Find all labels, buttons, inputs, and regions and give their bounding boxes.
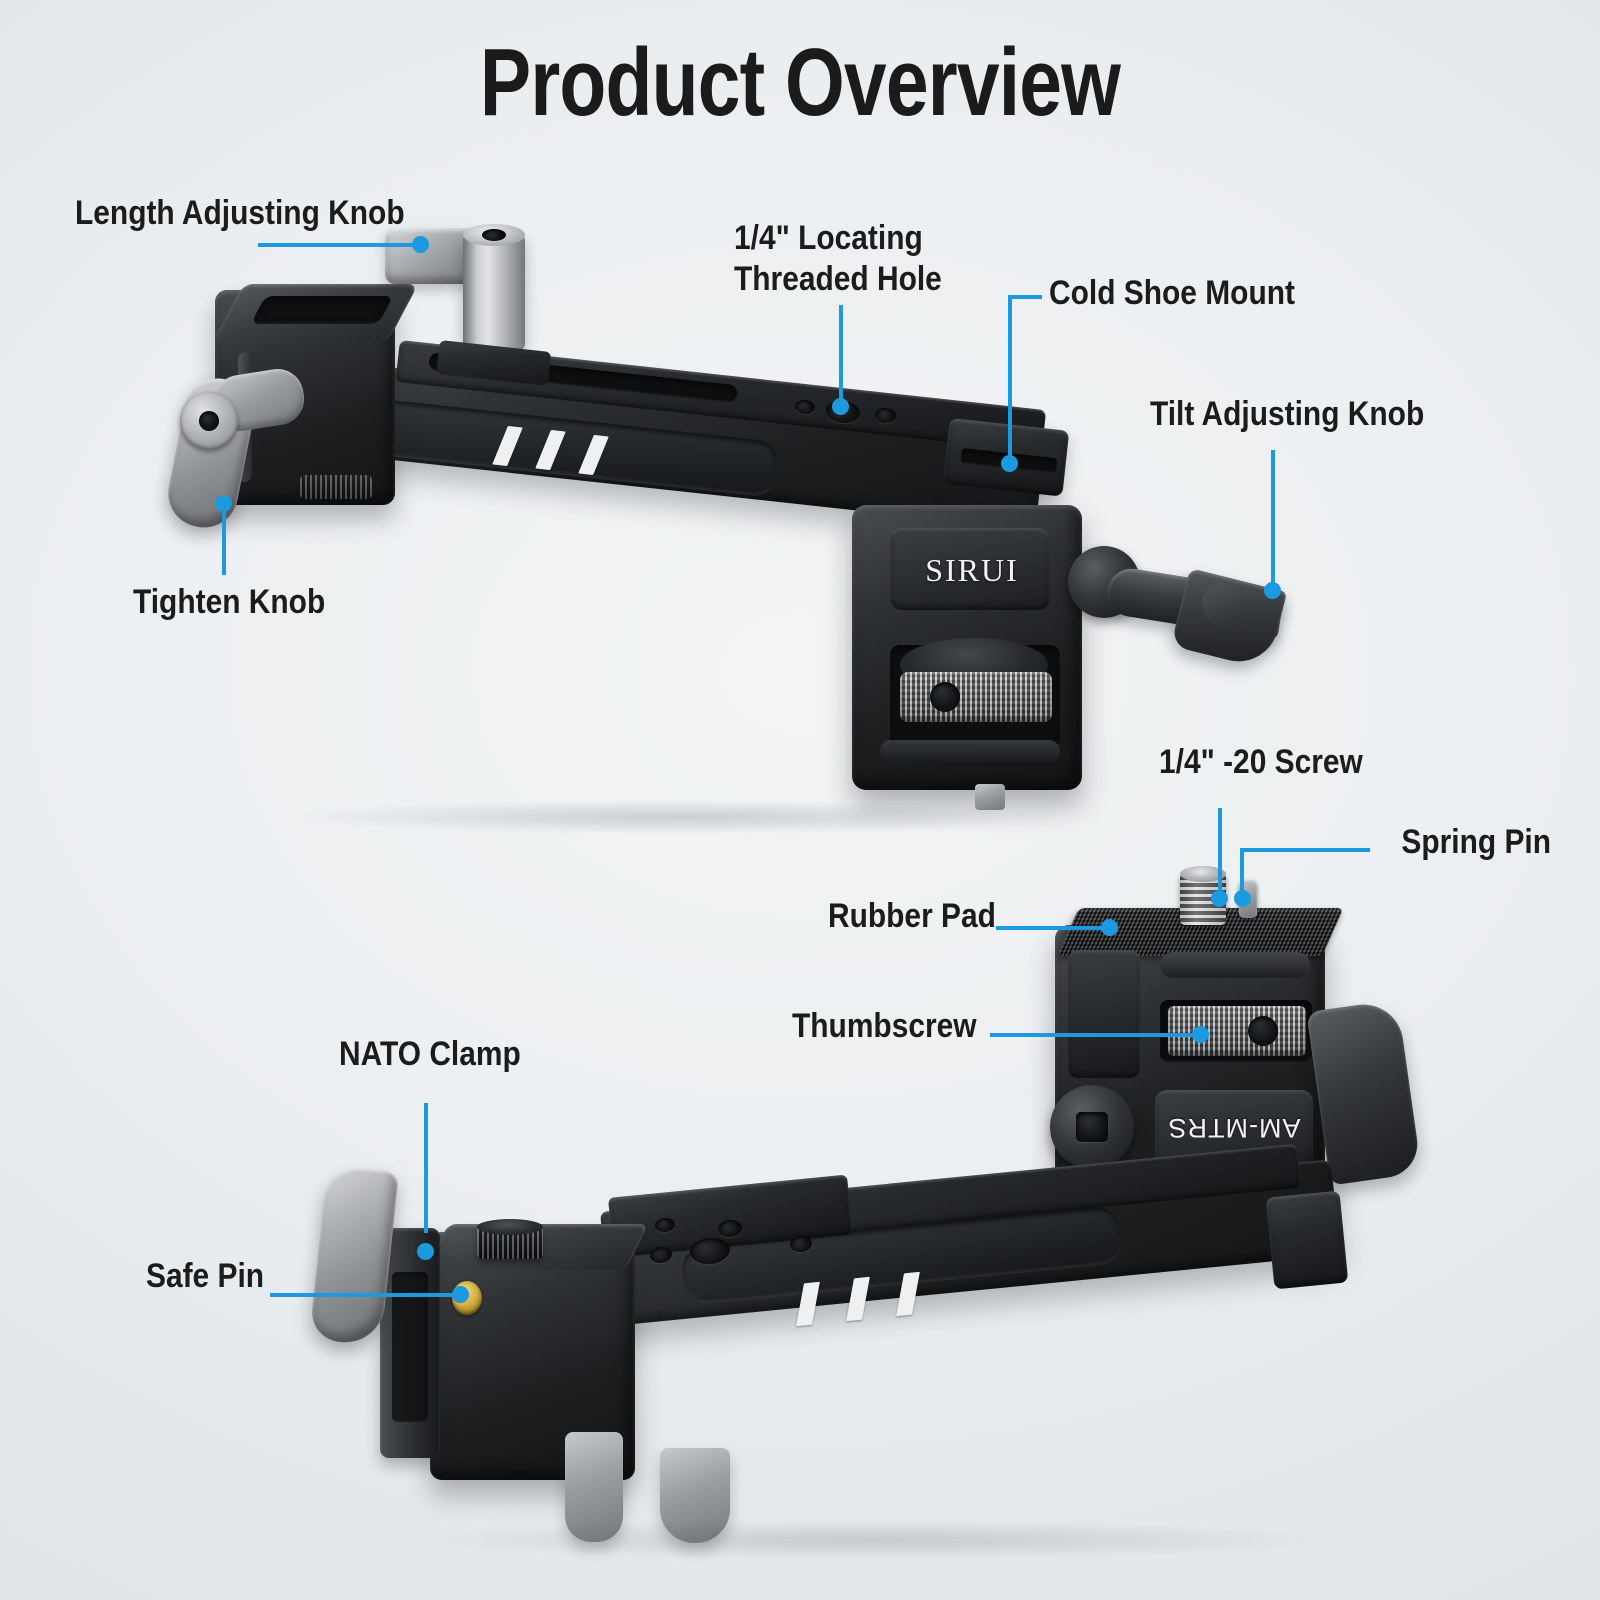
leader-line-locating-threaded-hole [839,305,843,410]
leader-dot-quarter-20-screw [1211,890,1228,907]
tilt-head-badge-panel [890,528,1050,610]
callout-label-spring-pin: Spring Pin [1401,823,1551,861]
arm-end-cap-right-lower [1265,1190,1349,1290]
leader-dot-tilt-adjusting-knob [1264,582,1281,599]
callout-label-quarter-20-screw: 1/4" -20 Screw [1159,743,1363,781]
brand-logo-sirui: SIRUI [925,552,1019,588]
leader-dot-thumbscrew [1192,1026,1209,1043]
page-title: Product Overview [479,29,1121,136]
leader-line-nato-clamp [424,1103,428,1233]
mount-head-front-rib-lower [1160,952,1310,978]
callout-label-tighten-knob: Tighten Knob [133,583,326,621]
leader-line-rubber-pad [996,926,1110,930]
leader-line-tighten-knob [222,505,226,575]
callout-label-nato-clamp: NATO Clamp [339,1035,521,1073]
callout-label-safe-pin: Safe Pin [146,1257,265,1295]
thumbscrew[interactable] [1168,1006,1306,1056]
callout-label-tilt-adjusting-knob: Tilt Adjusting Knob [1150,395,1425,433]
arm-drop-post-left [565,1432,623,1542]
shadow-upper [300,800,1060,834]
tilt-head-bottom-screw [975,784,1005,810]
leader-dot-locating-threaded-hole [832,398,849,415]
leader-line-quarter-20-screw [1218,808,1222,898]
callout-label-locating-threaded-hole: 1/4" Locating Threaded Hole [734,219,942,299]
quarter-20-screw-top [1180,866,1226,882]
callout-label-rubber-pad: Rubber Pad [828,897,996,935]
nato-clamp-bottom-knurl-upper [300,475,372,499]
leader-dot-nato-clamp [417,1243,434,1260]
tilt-head-thumbscrew[interactable] [900,672,1052,722]
leader-line-spring-pin-v [1240,848,1244,896]
tilt-head-bottom-rib [880,740,1060,762]
pivot-hex-socket-lower [1076,1112,1108,1142]
leader-line-cold-shoe-mount-h [1008,295,1042,299]
leader-dot-tighten-knob [215,495,232,512]
tilt-head-thumbscrew-socket [930,682,960,712]
nato-clamp-knob-top [477,1219,543,1235]
nato-clamp-jaw-slot-upper [250,296,394,324]
shadow-lower [420,1520,1320,1560]
callout-label-cold-shoe-mount: Cold Shoe Mount [1049,274,1295,312]
leader-line-spring-pin-h [1240,848,1370,852]
length-knob-screw-socket [482,229,506,241]
leader-dot-rubber-pad [1101,919,1118,936]
leader-line-cold-shoe-mount-v [1008,295,1012,463]
leader-dot-length-adjusting-knob [412,236,429,253]
arm-drop-post-right [660,1448,730,1543]
callout-label-length-adjusting-knob: Length Adjusting Knob [75,194,405,232]
mount-head-side-panel-lower [1068,950,1140,1078]
nato-clamp-jaw-groove-lower [392,1272,428,1422]
model-number-label: AM-MTRS [1167,1113,1301,1143]
leader-dot-safe-pin [452,1286,469,1303]
tighten-knob-screw-head [199,411,219,431]
leader-line-length-adjusting-knob [258,243,421,247]
leader-line-safe-pin [270,1293,460,1297]
thumbscrew-socket [1248,1016,1278,1046]
leader-line-thumbscrew [990,1033,1202,1037]
callout-label-thumbscrew: Thumbscrew [792,1007,977,1045]
tilt-lever-pad [1202,582,1244,626]
leader-line-tilt-adjusting-knob [1271,450,1275,590]
length-adjusting-knob-cylinder[interactable] [463,232,525,352]
leader-dot-cold-shoe-mount [1001,455,1018,472]
leader-dot-spring-pin [1234,890,1251,907]
